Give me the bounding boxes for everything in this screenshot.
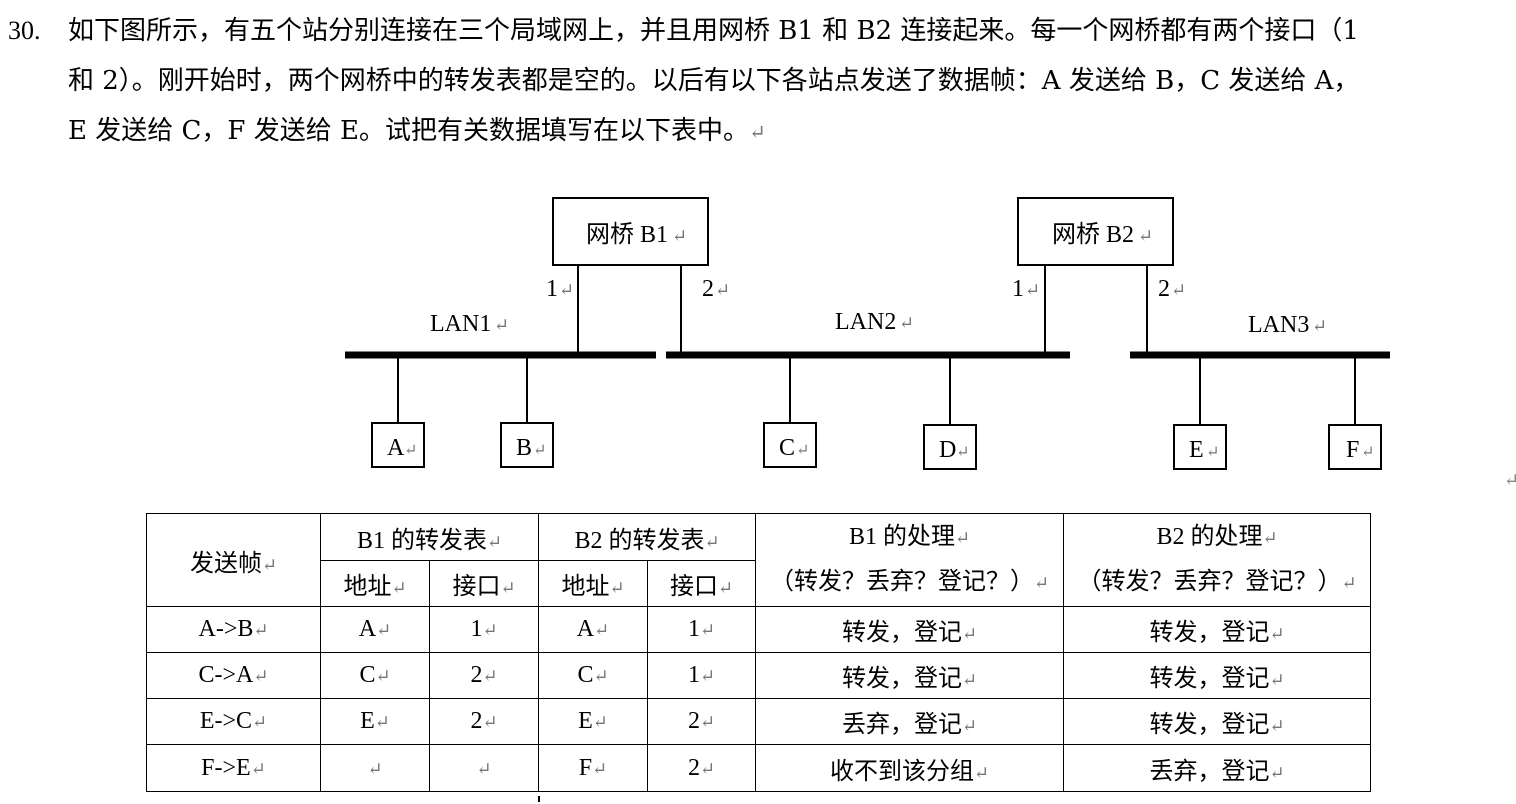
cell-b1-port: 1↵	[429, 606, 539, 653]
cell-b2-port: 1↵	[647, 606, 756, 653]
table-header-row-1: 发送帧↵ B1 的转发表↵ B2 的转发表↵ B1 的处理↵ （转发？丢弃？登记…	[146, 513, 1371, 607]
bridge-b1-label: 网桥 B1	[586, 221, 668, 248]
b1-port1-return: ↵	[559, 280, 574, 300]
question-line-2: 和 2）。刚开始时，两个网桥中的转发表都是空的。以后有以下各站点发送了数据帧：A…	[68, 66, 1360, 96]
station-b-return: ↵	[533, 442, 546, 459]
forwarding-table: 发送帧↵ B1 的转发表↵ B2 的转发表↵ B1 的处理↵ （转发？丢弃？登记…	[146, 513, 1371, 792]
cell-frame: C->A↵	[146, 652, 321, 699]
header-b1-action: B1 的处理↵ （转发？丢弃？登记？）↵	[755, 513, 1064, 607]
b1-port2-return: ↵	[715, 280, 730, 300]
lan2-return: ↵	[899, 313, 914, 333]
cell-b2-action: 丢弃，登记↵	[1063, 744, 1371, 792]
cell-b1-action: 收不到该分组↵	[755, 744, 1064, 792]
b2-port2-return: ↵	[1171, 280, 1186, 300]
question-number: 30.	[8, 16, 41, 45]
station-a-label: A	[387, 435, 405, 461]
table-row: E->C↵ E↵ 2↵ E↵ 2↵ 丢弃，登记↵ 转发，登记↵	[146, 698, 1371, 745]
header-b1-address: 地址↵	[320, 560, 430, 607]
cell-b1-action: 转发，登记↵	[755, 606, 1064, 653]
station-f-label: F	[1346, 437, 1359, 463]
station-f-box	[1328, 424, 1382, 470]
table-header-row-2: 地址↵ 接口↵ 地址↵ 接口↵	[147, 560, 1371, 607]
return-mark: ↵	[748, 120, 766, 144]
station-e-label: E	[1189, 437, 1204, 463]
station-d-return: ↵	[956, 444, 969, 461]
text-cursor	[538, 796, 540, 802]
cell-b1-address: A↵	[320, 606, 430, 653]
table-row: F->E↵ ↵ ↵ F↵ 2↵ 收不到该分组↵ 丢弃，登记↵	[146, 744, 1371, 792]
cell-b2-port: 2↵	[647, 698, 756, 745]
station-b-label: B	[516, 435, 532, 461]
station-b-box	[500, 422, 554, 468]
header-b2-address: 地址↵	[538, 560, 648, 607]
cell-b2-action: 转发，登记↵	[1063, 652, 1371, 699]
station-c-label: C	[779, 435, 795, 461]
lan3-label: LAN3	[1248, 312, 1309, 338]
station-a-return: ↵	[404, 442, 417, 459]
cell-b2-action: 转发，登记↵	[1063, 698, 1371, 745]
station-c-box	[763, 422, 817, 468]
cell-b1-action: 丢弃，登记↵	[755, 698, 1064, 745]
station-e-box	[1173, 424, 1227, 470]
bridge-b1-return: ↵	[672, 226, 687, 246]
cell-b2-action: 转发，登记↵	[1063, 606, 1371, 653]
lan1-return: ↵	[494, 315, 509, 335]
lan1-label: LAN1	[430, 311, 491, 337]
table-row: C->A↵ C↵ 2↵ C↵ 1↵ 转发，登记↵ 转发，登记↵	[146, 652, 1371, 699]
bridge-b2-label: 网桥 B2	[1052, 221, 1134, 248]
station-d-label: D	[939, 437, 956, 463]
header-b2-port: 接口↵	[647, 560, 756, 607]
b2-port1-label: 1	[1012, 276, 1024, 302]
cell-b1-address: C↵	[320, 652, 430, 699]
cell-frame: A->B↵	[146, 606, 321, 653]
cell-b1-port: ↵	[429, 744, 539, 792]
cell-b2-address: F↵	[538, 744, 648, 792]
station-d-box	[923, 424, 977, 470]
lan3-return: ↵	[1312, 316, 1327, 336]
b2-port1-return: ↵	[1025, 280, 1040, 300]
bridge-b1-box	[552, 197, 709, 266]
b2-port2-label: 2	[1158, 276, 1170, 302]
question-line-3: E 发送给 C，F 发送给 E。试把有关数据填写在以下表中。↵	[68, 116, 766, 146]
cell-b1-action: 转发，登记↵	[755, 652, 1064, 699]
station-a-box	[371, 422, 425, 468]
bridge-b2-return: ↵	[1138, 226, 1153, 246]
station-c-return: ↵	[796, 442, 809, 459]
station-f-return: ↵	[1361, 444, 1374, 461]
header-b1-table: B1 的转发表↵	[320, 513, 539, 561]
lan2-label: LAN2	[835, 309, 896, 335]
side-return-mark: ↵	[1504, 470, 1516, 491]
bridge-b2-box	[1017, 197, 1174, 266]
cell-frame: E->C↵	[146, 698, 321, 745]
cell-b2-address: E↵	[538, 698, 648, 745]
header-b2-action: B2 的处理↵ （转发？丢弃？登记？）↵	[1063, 513, 1371, 607]
station-e-return: ↵	[1206, 444, 1219, 461]
b1-port2-label: 2	[702, 276, 714, 302]
table-row: A->B↵ A↵ 1↵ A↵ 1↵ 转发，登记↵ 转发，登记↵	[146, 606, 1371, 653]
header-b1-port: 接口↵	[429, 560, 539, 607]
cell-frame: F->E↵	[146, 744, 321, 792]
question-line-1: 如下图所示，有五个站分别连接在三个局域网上，并且用网桥 B1 和 B2 连接起来…	[68, 16, 1359, 46]
b1-port1-label: 1	[546, 276, 558, 302]
cell-b1-port: 2↵	[429, 652, 539, 699]
cell-b2-address: A↵	[538, 606, 648, 653]
cell-b2-address: C↵	[538, 652, 648, 699]
cell-b2-port: 1↵	[647, 652, 756, 699]
header-frame: 发送帧↵	[146, 513, 321, 607]
cell-b1-address: E↵	[320, 698, 430, 745]
cell-b1-port: 2↵	[429, 698, 539, 745]
cell-b1-address: ↵	[320, 744, 430, 792]
header-b2-table: B2 的转发表↵	[538, 513, 756, 561]
cell-b2-port: 2↵	[647, 744, 756, 792]
